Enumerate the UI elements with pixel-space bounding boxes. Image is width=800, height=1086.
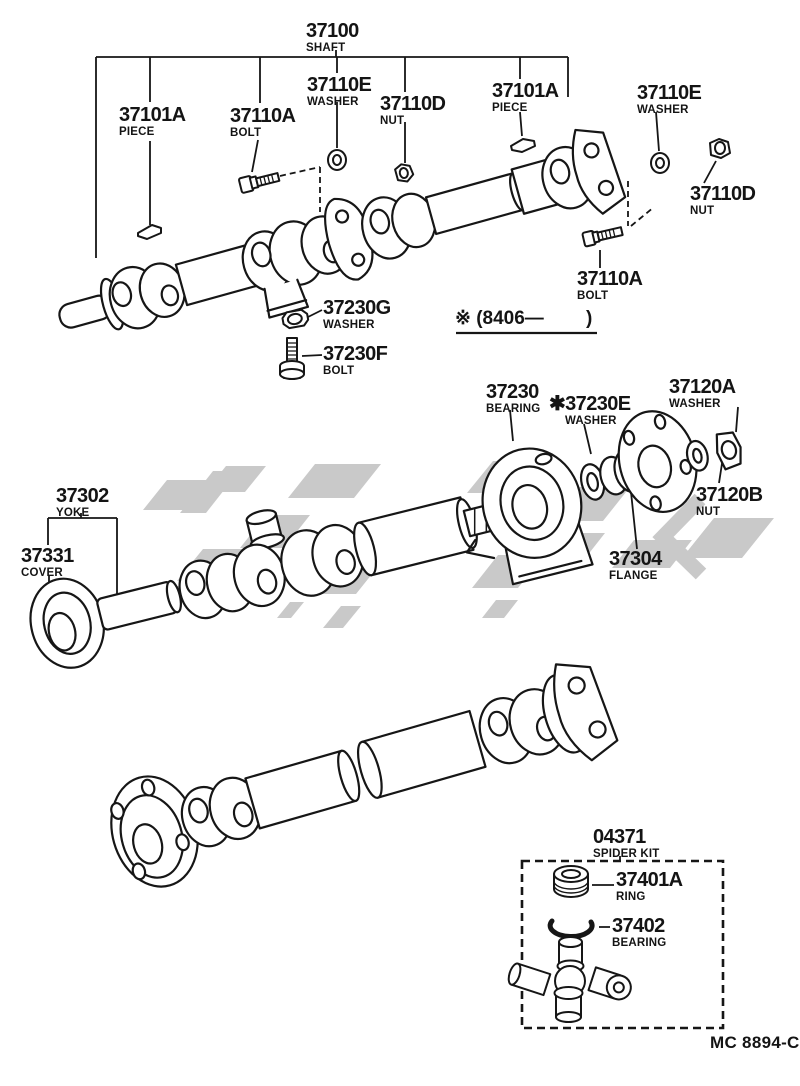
part-name: NUT: [690, 205, 715, 217]
bolt-part: [581, 226, 624, 248]
part-number: 37110D: [380, 93, 446, 115]
spider-kit-dashed-box: [520, 859, 725, 1030]
part-number: 37304: [609, 548, 662, 570]
piece-part: [510, 138, 536, 153]
part-number: ✱37230E: [549, 393, 631, 415]
spider-part: [507, 936, 632, 1023]
part-number: 37230F: [323, 343, 388, 365]
bolt-part: [238, 172, 281, 194]
spider-kit-box: [507, 859, 725, 1030]
part-number: 37230: [486, 381, 539, 403]
part-name: YOKE: [56, 507, 90, 519]
part-number: 37110E: [637, 82, 702, 104]
bolt-part: [279, 337, 305, 380]
part-name: WASHER: [323, 319, 375, 331]
part-name: SHAFT: [306, 42, 346, 54]
part-name: WASHER: [669, 398, 721, 410]
part-name: WASHER: [637, 104, 689, 116]
washer-part: [281, 308, 310, 330]
part-name: BEARING: [612, 937, 667, 949]
part-number: 37100: [306, 20, 359, 42]
ring-part: [553, 865, 589, 898]
part-name: NUT: [696, 506, 721, 518]
part-number: 37120A: [669, 376, 736, 398]
part-name: NUT: [380, 115, 405, 127]
part-number: 37402: [612, 915, 665, 937]
piece-part: [137, 224, 162, 240]
part-name: PIECE: [492, 102, 528, 114]
part-name: BOLT: [323, 365, 355, 377]
leader-lines: [47, 50, 739, 928]
part-number: 37101A: [492, 80, 559, 102]
part-number: 37401A: [616, 869, 683, 891]
part-name: PIECE: [119, 126, 155, 138]
part-number: 37331: [21, 545, 74, 567]
part-number: 04371: [593, 826, 646, 848]
snap-ring-part: [547, 918, 595, 940]
part-number: 37110A: [230, 105, 296, 127]
part-number: 37101A: [119, 104, 186, 126]
nut-part: [709, 138, 731, 159]
part-name: WASHER: [565, 415, 617, 427]
middle-shaft-assembly-drawing: [29, 410, 742, 669]
part-name: BEARING: [486, 403, 541, 415]
part-name: RING: [616, 891, 646, 903]
bottom-shaft-assembly-drawing: [110, 663, 619, 888]
production-note: ※ (8406— ): [455, 308, 593, 329]
part-name: BOLT: [230, 127, 262, 139]
page-code: MC 8894-C: [710, 1033, 800, 1052]
part-number: 37110E: [307, 74, 372, 96]
hardware-parts: [137, 138, 731, 380]
part-name: BOLT: [577, 290, 609, 302]
part-name: SPIDER KIT: [593, 848, 660, 860]
part-name: WASHER: [307, 96, 359, 108]
nut-part: [394, 163, 415, 183]
top-shaft-assembly-drawing: [58, 128, 627, 331]
part-number: 37120B: [696, 484, 763, 506]
part-number: 37110D: [690, 183, 756, 205]
part-name: FLANGE: [609, 570, 658, 582]
part-number: 37110A: [577, 268, 643, 290]
part-number: 37302: [56, 485, 109, 507]
part-number: 37230G: [323, 297, 391, 319]
part-name: COVER: [21, 567, 63, 579]
